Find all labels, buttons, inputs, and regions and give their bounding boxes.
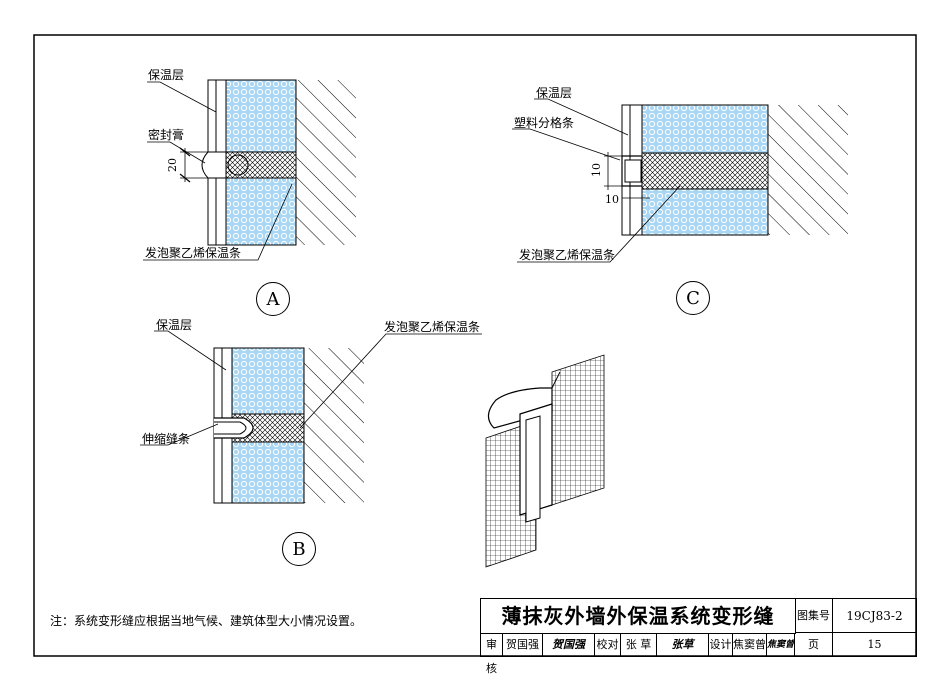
atlas-number-label: 图集号 xyxy=(795,599,833,633)
page-number: 15 xyxy=(833,633,917,657)
check-label: 校对 xyxy=(595,633,621,657)
detail-c-divider-label: 塑料分格条 xyxy=(514,116,575,130)
detail-b-strip-label: 发泡聚乙烯保温条 xyxy=(384,320,481,334)
design-signature: 焦窦曾 xyxy=(767,633,795,657)
detail-c-strip-label: 发泡聚乙烯保温条 xyxy=(519,248,616,262)
detail-a-sealant-label: 密封膏 xyxy=(148,128,185,142)
detail-c-insulation-label: 保温层 xyxy=(536,86,573,100)
detail-a-marker: A xyxy=(256,282,290,316)
detail-b-expansion-label: 伸缩缝条 xyxy=(142,432,191,446)
page-label: 页 xyxy=(795,633,833,657)
design-label: 设计 xyxy=(709,633,733,657)
detail-c-dimension-1: 10 xyxy=(590,163,603,177)
review-signature: 贺国强 xyxy=(543,633,595,657)
isometric-sketch xyxy=(485,354,605,568)
title-block: 薄抹灰外墙外保温系统变形缝 图集号 19CJ83-2 审核 贺国强 贺国强 校对… xyxy=(480,598,917,675)
detail-c-marker: C xyxy=(676,281,710,315)
detail-c-dimension-2: 10 xyxy=(605,193,619,206)
detail-b-insulation-label: 保温层 xyxy=(156,318,193,332)
detail-a-strip-label: 发泡聚乙烯保温条 xyxy=(145,246,242,260)
sheet-border xyxy=(33,34,917,657)
detail-b xyxy=(140,330,482,504)
check-signature: 张草 xyxy=(657,633,709,657)
drawing-title: 薄抹灰外墙外保温系统变形缝 xyxy=(481,599,796,634)
detail-c xyxy=(512,98,848,263)
review-label: 审核 xyxy=(481,633,503,675)
design-name: 焦窦曾 xyxy=(733,633,767,657)
detail-b-marker: B xyxy=(282,532,316,566)
review-name: 贺国强 xyxy=(503,633,543,657)
detail-a-dimension: 20 xyxy=(166,158,179,172)
general-note: 注：系统变形缝应根据当地气候、建筑体型大小情况设置。 xyxy=(50,614,363,628)
detail-a xyxy=(143,79,356,261)
atlas-number: 19CJ83-2 xyxy=(833,599,917,633)
check-name: 张 草 xyxy=(621,633,657,657)
detail-a-insulation-label: 保温层 xyxy=(148,68,185,82)
